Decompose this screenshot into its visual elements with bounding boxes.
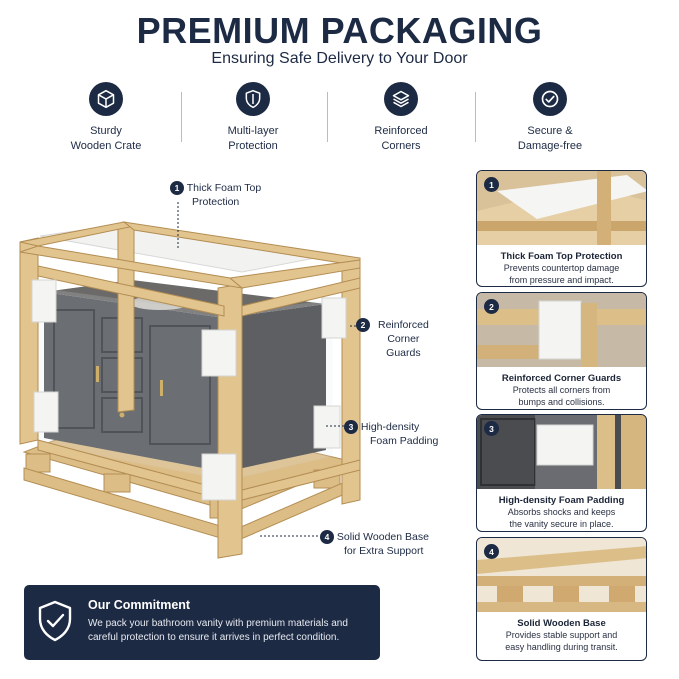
layers-icon: [384, 82, 418, 116]
callout-corner-guards: 2 Reinforced Corner Guards: [356, 318, 429, 360]
shield-check-icon: [36, 599, 74, 648]
detail-card-corner-guards: 2 Reinforced Corner Guards Protects all …: [476, 292, 647, 410]
check-circle-icon: [533, 82, 567, 116]
card-image: 2: [477, 293, 646, 367]
callout-number: 2: [356, 318, 370, 332]
commitment-banner: Our Commitment We pack your bathroom van…: [24, 585, 380, 660]
feature-secure-damage-free: Secure &Damage-free: [475, 82, 625, 154]
callout-wooden-base: 4 Solid Wooden Base for Extra Support: [320, 530, 429, 558]
callout-foam-padding: 3 High-density Foam Padding: [344, 420, 438, 448]
commitment-heading: Our Commitment: [88, 598, 191, 612]
card-title: Solid Wooden Base: [517, 618, 606, 629]
card-title: High-density Foam Padding: [498, 495, 625, 506]
divider: [327, 92, 328, 142]
callout-foam-top: 1 Thick Foam Top Protection: [170, 181, 261, 209]
page-subtitle: Ensuring Safe Delivery to Your Door: [211, 50, 468, 67]
card-image: 1: [477, 171, 646, 245]
card-image: 3: [477, 415, 646, 489]
card-number: 1: [484, 177, 499, 192]
detail-card-wooden-base: 4 Solid Wooden Base Provides stable supp…: [476, 537, 647, 661]
card-number: 4: [484, 544, 499, 559]
callout-number: 3: [344, 420, 358, 434]
feature-label: Secure &Damage-free: [517, 125, 583, 152]
card-number: 3: [484, 421, 499, 436]
divider: [475, 92, 476, 142]
card-title: Reinforced Corner Guards: [501, 373, 622, 384]
shield-icon: [236, 82, 270, 116]
detail-card-foam-padding: 3 High-density Foam Padding Absorbs shoc…: [476, 414, 647, 532]
crate-illustration: [14, 170, 454, 570]
page-title: PREMIUM PACKAGING: [136, 10, 543, 51]
callout-number: 4: [320, 530, 334, 544]
detail-card-foam-top: 1 Thick Foam Top Protection Prevents cou…: [476, 170, 647, 287]
divider: [181, 92, 182, 142]
commitment-text: We pack your bathroom vanity with premiu…: [88, 618, 348, 643]
card-title: Thick Foam Top Protection: [500, 251, 623, 262]
card-image: 4: [477, 538, 646, 612]
card-number: 2: [484, 299, 499, 314]
cube-icon: [89, 82, 123, 116]
callout-number: 1: [170, 181, 184, 195]
